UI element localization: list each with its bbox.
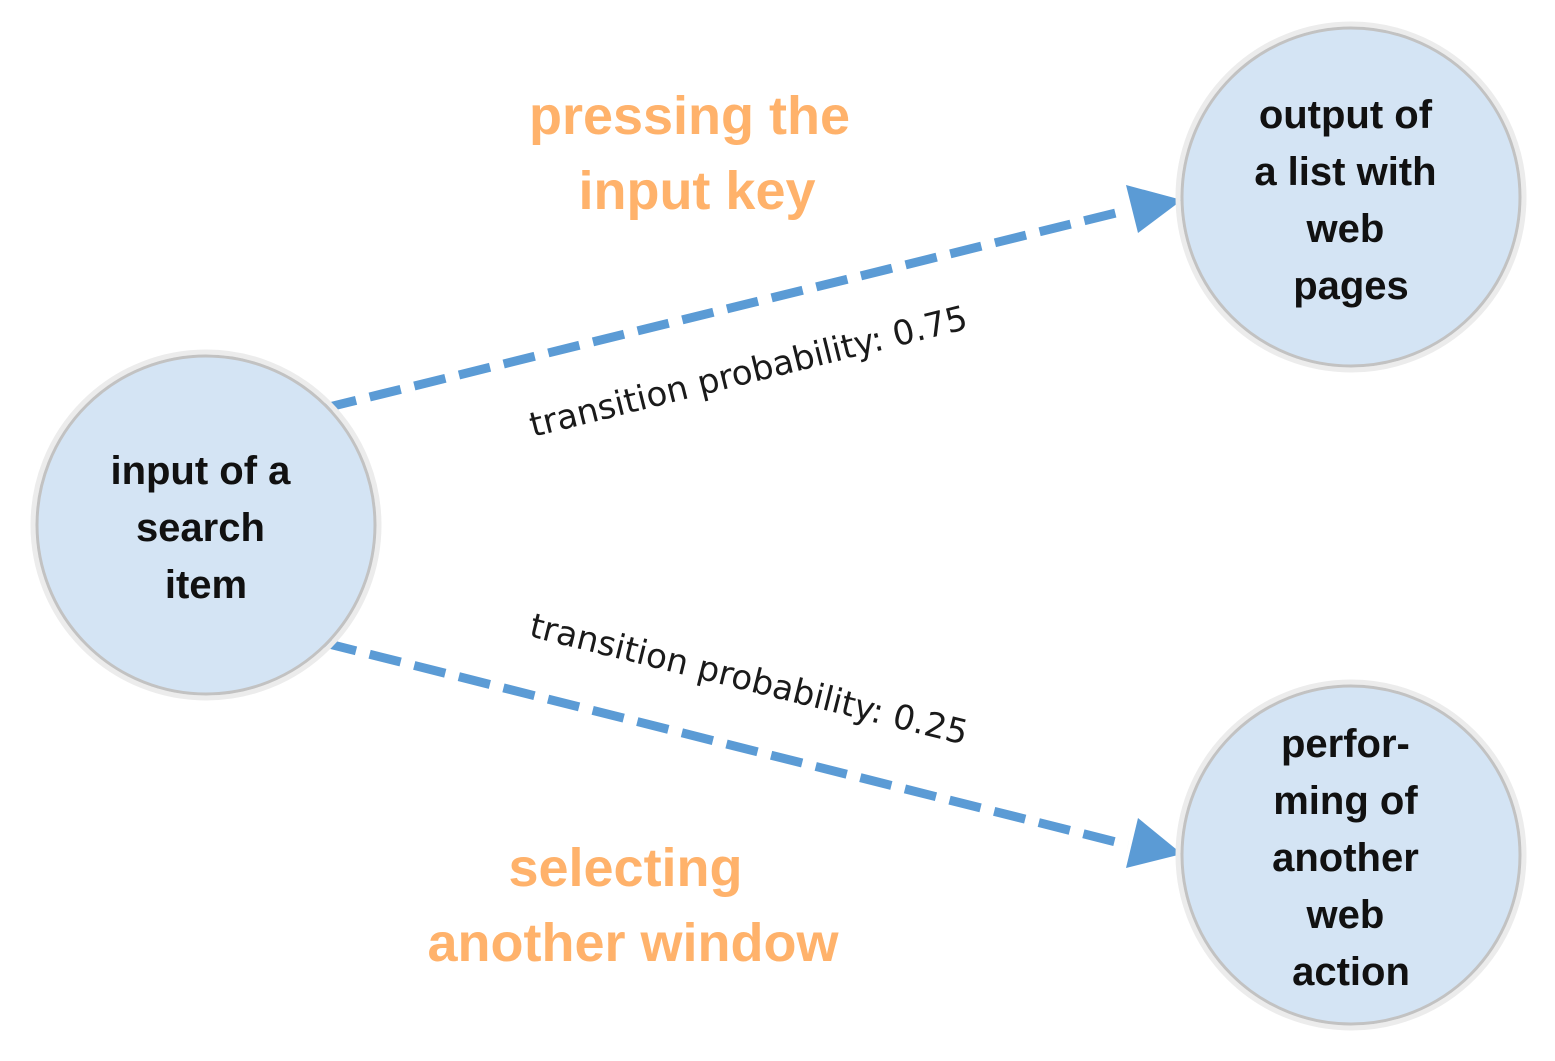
node-circle (1180, 684, 1522, 1026)
edge-search-to-list: transition probability: 0.75 (323, 185, 1182, 446)
edge-label-0.75: transition probability: 0.75 (526, 298, 972, 446)
action-label-pressing-input-key: pressing the input key (529, 86, 865, 221)
edge-search-to-other: transition probability: 0.25 (323, 606, 1182, 868)
action-label-selecting-another-window: selecting another window (428, 838, 840, 973)
node-label: output of a list with web pages (1254, 93, 1447, 308)
node-label: input of a search item (110, 449, 301, 607)
node-output-list-web-pages: output of a list with web pages (1175, 21, 1527, 373)
node-halo (30, 349, 382, 701)
edge-label-0.25: transition probability: 0.25 (526, 606, 972, 754)
edge-line-search-to-other (323, 638, 1130, 850)
node-halo (1175, 679, 1527, 1031)
node-circle (1180, 26, 1522, 368)
node-circle (35, 354, 377, 696)
node-performing-another-web-action: perfor- ming of another web action (1175, 679, 1527, 1031)
node-halo (1175, 21, 1527, 373)
node-input-of-search-item: input of a search item (30, 349, 382, 701)
arrowhead-icon (1126, 185, 1182, 233)
arrowhead-icon (1126, 818, 1182, 868)
node-label: perfor- ming of another web action (1272, 722, 1430, 994)
